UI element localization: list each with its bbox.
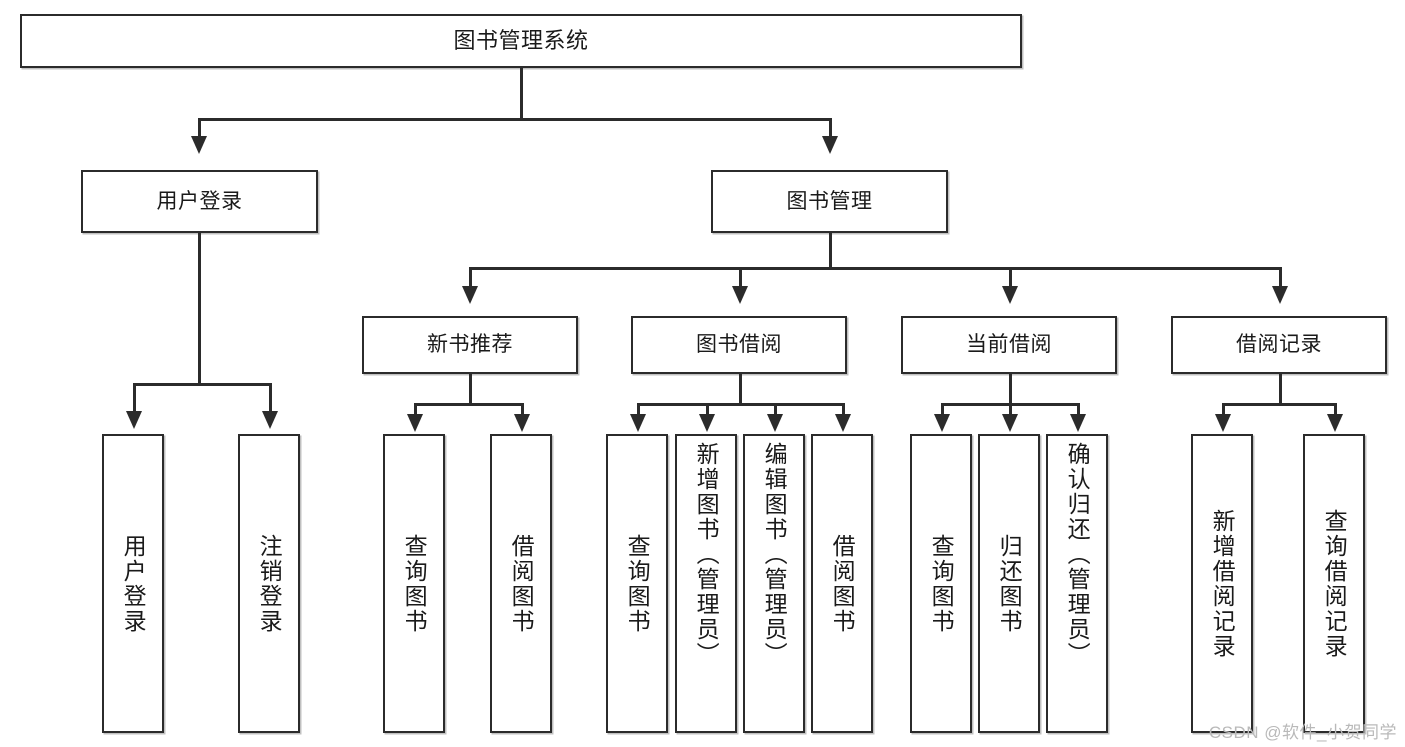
- connector-root-stem: [520, 68, 523, 120]
- node-root-system[interactable]: 图书管理系统: [20, 14, 1022, 68]
- node-label: 新书推荐: [427, 333, 513, 357]
- node-label: 查询图书: [401, 533, 428, 634]
- connector-root-to-book-manage: [829, 118, 832, 140]
- node-label: 归还图书: [996, 533, 1023, 634]
- leaf-borrow-query-book[interactable]: 查询图书: [606, 434, 668, 733]
- arrowhead-recommend-borrow-book: [514, 414, 530, 432]
- connector-current-stem: [1009, 374, 1012, 405]
- connector-borrow-drop-4: [842, 403, 845, 417]
- node-label: 新增图书（管理员）: [693, 442, 720, 667]
- node-label: 借阅图书: [508, 533, 535, 634]
- arrowhead-current-confirm-return: [1070, 414, 1086, 432]
- connector-recommend-bus: [414, 403, 524, 406]
- connector-borrow-stem: [739, 374, 742, 405]
- node-label: 借阅记录: [1236, 333, 1322, 357]
- leaf-borrow-add-book[interactable]: 新增图书（管理员）: [675, 434, 737, 733]
- connector-current-drop-3: [1077, 403, 1080, 417]
- connector-user-login-drop-2: [269, 383, 272, 413]
- leaf-record-query[interactable]: 查询借阅记录: [1303, 434, 1365, 733]
- node-label: 用户登录: [120, 533, 147, 634]
- arrowhead-leaf-logout: [262, 411, 278, 429]
- arrowhead-leaf-user-login: [126, 411, 142, 429]
- connector-book-manage-drop-1: [469, 267, 472, 289]
- connector-user-login-bus: [133, 383, 270, 386]
- arrowhead-borrow-record: [1272, 286, 1288, 304]
- csdn-watermark: CSDN @软件_小贺同学: [1208, 723, 1397, 742]
- connector-current-drop-1: [941, 403, 944, 417]
- arrowhead-record-add: [1215, 414, 1231, 432]
- arrowhead-user-login: [191, 136, 207, 154]
- leaf-recommend-borrow-book[interactable]: 借阅图书: [490, 434, 552, 733]
- connector-record-drop-2: [1334, 403, 1337, 417]
- arrowhead-book-manage: [822, 136, 838, 154]
- arrowhead-borrow-borrow-book: [835, 414, 851, 432]
- node-label: 用户登录: [156, 189, 243, 213]
- arrowhead-book-borrow: [732, 286, 748, 304]
- connector-user-login-stem: [198, 233, 201, 385]
- connector-book-manage-drop-2: [739, 267, 742, 289]
- connector-borrow-bus: [637, 403, 844, 406]
- arrowhead-record-query: [1327, 414, 1343, 432]
- arrowhead-borrow-add-book: [699, 414, 715, 432]
- node-book-manage[interactable]: 图书管理: [711, 170, 948, 233]
- node-label: 注销登录: [256, 533, 283, 634]
- leaf-recommend-query-book[interactable]: 查询图书: [383, 434, 445, 733]
- connector-book-manage-stem: [829, 233, 832, 269]
- arrowhead-current-query-book: [934, 414, 950, 432]
- connector-root-bus: [198, 118, 831, 121]
- connector-record-drop-1: [1222, 403, 1225, 417]
- node-label: 图书管理系统: [453, 27, 589, 53]
- connector-recommend-drop-1: [414, 403, 417, 417]
- connector-borrow-drop-1: [637, 403, 640, 417]
- connector-borrow-drop-2: [706, 403, 709, 417]
- connector-book-manage-drop-3: [1009, 267, 1012, 289]
- connector-recommend-stem: [469, 374, 472, 405]
- node-label: 新增借阅记录: [1209, 508, 1236, 659]
- leaf-borrow-borrow-book[interactable]: 借阅图书: [811, 434, 873, 733]
- node-label: 当前借阅: [966, 333, 1052, 357]
- node-borrow-record[interactable]: 借阅记录: [1171, 316, 1387, 374]
- node-user-login[interactable]: 用户登录: [81, 170, 318, 233]
- node-current-borrow[interactable]: 当前借阅: [901, 316, 1117, 374]
- leaf-current-confirm-return[interactable]: 确认归还（管理员）: [1046, 434, 1108, 733]
- node-label: 编辑图书（管理员）: [761, 442, 788, 667]
- node-label: 查询借阅记录: [1321, 508, 1348, 659]
- node-label: 查询图书: [928, 533, 955, 634]
- node-label: 确认归还（管理员）: [1064, 442, 1091, 667]
- connector-book-manage-drop-4: [1279, 267, 1282, 289]
- leaf-logout[interactable]: 注销登录: [238, 434, 300, 733]
- connector-user-login-drop-1: [133, 383, 136, 413]
- node-label: 借阅图书: [829, 533, 856, 634]
- leaf-current-query-book[interactable]: 查询图书: [910, 434, 972, 733]
- connector-recommend-drop-2: [521, 403, 524, 417]
- leaf-record-add[interactable]: 新增借阅记录: [1191, 434, 1253, 733]
- leaf-current-return-book[interactable]: 归还图书: [978, 434, 1040, 733]
- node-label: 查询图书: [624, 533, 651, 634]
- node-book-borrow[interactable]: 图书借阅: [631, 316, 847, 374]
- node-label: 图书管理: [786, 189, 873, 213]
- arrowhead-borrow-query-book: [630, 414, 646, 432]
- arrowhead-current-return-book: [1002, 414, 1018, 432]
- connector-record-bus: [1222, 403, 1337, 406]
- node-label: 图书借阅: [696, 333, 782, 357]
- connector-record-stem: [1279, 374, 1282, 405]
- connector-borrow-drop-3: [774, 403, 777, 417]
- arrowhead-new-book-recommend: [462, 286, 478, 304]
- arrowhead-current-borrow: [1002, 286, 1018, 304]
- arrowhead-recommend-query-book: [407, 414, 423, 432]
- arrowhead-borrow-edit-book: [767, 414, 783, 432]
- connector-current-drop-2: [1009, 403, 1012, 417]
- connector-root-to-user-login: [198, 118, 201, 140]
- leaf-user-login[interactable]: 用户登录: [102, 434, 164, 733]
- node-new-book-recommend[interactable]: 新书推荐: [362, 316, 578, 374]
- connector-book-manage-bus: [469, 267, 1281, 270]
- leaf-borrow-edit-book[interactable]: 编辑图书（管理员）: [743, 434, 805, 733]
